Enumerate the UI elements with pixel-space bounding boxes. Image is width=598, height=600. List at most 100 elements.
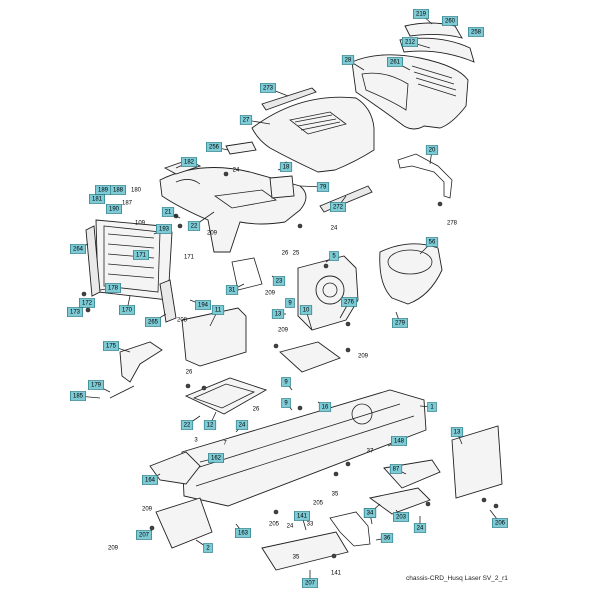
callout-26: 26: [186, 369, 193, 375]
callout-label: 12: [207, 422, 214, 428]
callout-box: [133, 250, 150, 260]
callout-label: 148: [394, 438, 405, 444]
callout-24: 24: [235, 420, 249, 433]
callout-label: 34: [367, 510, 374, 516]
callout-box: [235, 528, 252, 538]
callout-box: [142, 475, 159, 485]
callout-box: [340, 297, 357, 307]
callout-label: 170: [122, 307, 133, 313]
callout-87: 87: [389, 464, 407, 475]
callout-label: 279: [395, 320, 406, 326]
callout-box: [206, 142, 223, 152]
callout-box: [187, 221, 201, 231]
callout-261: 261: [386, 57, 411, 71]
callout-label: 109: [135, 220, 146, 226]
callout-label: 208: [177, 317, 188, 323]
callout-box: [329, 251, 339, 261]
callout-180: 180: [131, 187, 142, 193]
callout-27: 27: [239, 115, 271, 125]
callout-label: 35: [293, 554, 300, 560]
callout-box: [491, 518, 508, 528]
callout-171: 171: [184, 254, 195, 260]
callout-label: 13: [275, 311, 282, 317]
callout-7: 7: [223, 440, 227, 446]
callout-12: 12: [203, 411, 217, 430]
callout-9: 9: [285, 298, 295, 308]
callout-2: 2: [195, 539, 213, 553]
callout-206: 206: [489, 509, 508, 528]
callout-label: 9: [284, 379, 288, 385]
callout-188: 188: [110, 185, 127, 195]
callout-label: 171: [184, 254, 195, 260]
callout-label: 141: [331, 570, 342, 576]
callout-189: 189: [95, 185, 112, 195]
callout-279: 279: [391, 311, 408, 328]
callout-label: 205: [269, 521, 280, 527]
callout-label: 22: [191, 223, 198, 229]
callout-13: 13: [450, 427, 464, 445]
callout-box: [195, 300, 212, 310]
callout-box: [211, 305, 225, 315]
callout-label: 187: [122, 200, 133, 206]
callout-31: 31: [225, 283, 245, 295]
callout-box: [401, 37, 418, 47]
callout-box: [156, 224, 173, 234]
callout-36: 36: [375, 533, 394, 543]
callout-label: 219: [416, 11, 427, 17]
callout-label: 7: [223, 440, 227, 446]
callout-box: [203, 543, 213, 553]
callout-37: 37: [367, 448, 374, 454]
callout-label: 180: [131, 187, 142, 193]
callout-35: 35: [293, 554, 300, 560]
callout-209: 209: [207, 230, 218, 236]
callout-box: [106, 204, 123, 214]
callout-box: [390, 436, 407, 446]
bracket-20: [397, 153, 453, 199]
callout-box: [341, 55, 355, 65]
callout-205: 205: [269, 521, 280, 527]
callout-209: 209: [265, 290, 276, 296]
callout-box: [110, 185, 127, 195]
callout-21: 21: [161, 207, 181, 219]
callout-label: 181: [92, 196, 103, 202]
callout-5: 5: [325, 251, 339, 263]
callout-box: [70, 391, 87, 401]
callout-label: 16: [322, 404, 329, 410]
hood-trim-219: [404, 22, 463, 39]
callout-170: 170: [119, 295, 136, 315]
callout-22: 22: [187, 211, 215, 231]
callout-label: 182: [184, 159, 195, 165]
callout-label: 24: [233, 167, 240, 173]
callout-164: 164: [142, 473, 161, 485]
foot-plate-12: [184, 377, 268, 415]
callout-260: 260: [441, 16, 458, 26]
rear-plate-13: [451, 425, 503, 499]
callout-185: 185: [70, 391, 101, 401]
callout-273: 273: [259, 83, 289, 97]
callout-label: 31: [229, 287, 236, 293]
callout-16: 16: [317, 401, 332, 412]
callout-24: 24: [413, 516, 427, 533]
callout-box: [271, 309, 285, 319]
callout-box: [281, 377, 291, 387]
bracket-36: [329, 511, 371, 547]
callout-box: [441, 16, 458, 26]
callout-label: 209: [142, 506, 153, 512]
callout-label: 189: [98, 187, 109, 193]
side-rail-265: [159, 279, 177, 323]
callout-label: 36: [384, 535, 391, 541]
callout-209: 209: [108, 545, 119, 551]
callout-35: 35: [332, 491, 339, 497]
front-bracket-2: [155, 497, 213, 549]
callout-label: 20: [429, 147, 436, 153]
callout-10: 10: [299, 305, 313, 331]
callout-label: 205: [313, 500, 324, 506]
callout-24: 24: [287, 523, 294, 529]
callout-278: 278: [447, 220, 458, 226]
callout-box: [88, 380, 105, 390]
callout-label: 22: [184, 422, 191, 428]
callout-label: 56: [429, 239, 436, 245]
callout-label: 272: [333, 204, 344, 210]
callout-box: [285, 298, 295, 308]
